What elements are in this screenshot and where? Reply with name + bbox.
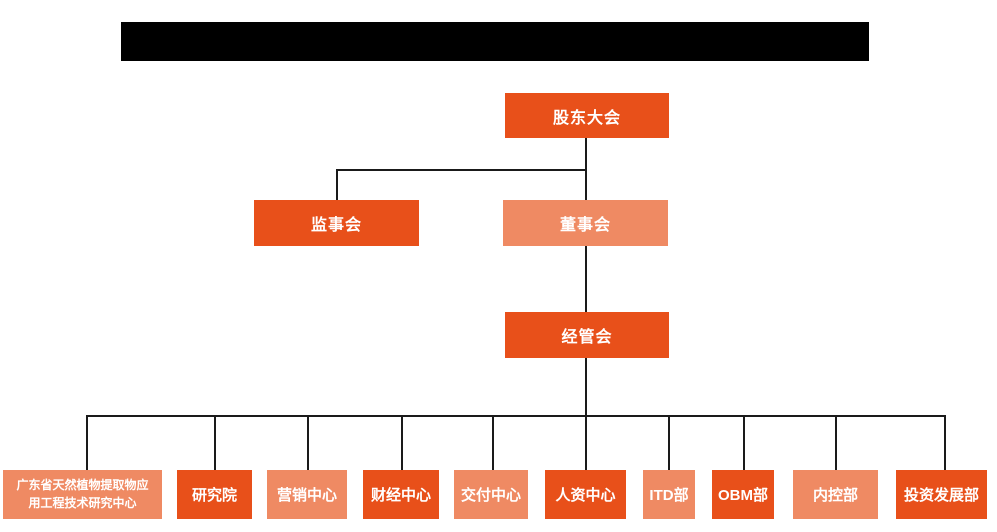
org-node-label: 营销中心 (276, 487, 337, 504)
org-node-hr-center: 人资中心 (545, 470, 626, 519)
org-node-board-of-directors: 董事会 (503, 200, 668, 246)
connector-dept-stub-5 (492, 415, 494, 470)
org-node-label: 内控部 (812, 487, 858, 504)
org-node-research-center: 广东省天然植物提取物应用工程技术研究中心 (3, 470, 162, 519)
org-node-label: 研究院 (191, 487, 237, 504)
connector-dept-stub-7 (668, 415, 670, 470)
connector-level2-horizontal (336, 169, 587, 171)
connector-board-to-management (585, 246, 587, 312)
org-node-label: 监事会 (310, 217, 362, 234)
connector-dept-stub-8 (743, 415, 745, 470)
connector-dept-stub-2 (214, 415, 216, 470)
org-node-label: 人资中心 (555, 487, 616, 504)
connector-management-drop (585, 358, 587, 470)
org-node-label: 财经中心 (370, 487, 431, 504)
org-node-label: 广东省天然植物提取物应用工程技术研究中心 (16, 478, 149, 510)
org-node-marketing-center: 营销中心 (267, 470, 347, 519)
connector-dept-stub-4 (401, 415, 403, 470)
org-node-investment-development-department: 投资发展部 (896, 470, 987, 519)
org-node-shareholders-meeting: 股东大会 (505, 93, 669, 138)
connector-dept-stub-3 (307, 415, 309, 470)
org-node-label: ITD部 (649, 487, 689, 504)
org-node-research-institute: 研究院 (177, 470, 252, 519)
org-node-label: 董事会 (559, 217, 611, 234)
org-node-label: 经管会 (561, 329, 613, 346)
redacted-title-bar (121, 22, 869, 61)
org-node-management-committee: 经管会 (505, 312, 669, 358)
org-node-label: OBM部 (718, 487, 768, 504)
org-node-label: 交付中心 (460, 487, 521, 504)
connector-dept-stub-1 (86, 415, 88, 470)
org-node-obm-department: OBM部 (712, 470, 774, 519)
org-node-itd-department: ITD部 (643, 470, 695, 519)
connector-supervisory-stub (336, 169, 338, 201)
connector-departments-horizontal (86, 415, 946, 417)
org-node-supervisory-board: 监事会 (254, 200, 419, 246)
connector-dept-stub-10 (944, 415, 946, 470)
org-node-finance-center: 财经中心 (363, 470, 439, 519)
org-node-internal-control-department: 内控部 (793, 470, 878, 519)
org-node-label: 股东大会 (552, 109, 621, 127)
connector-dept-stub-9 (835, 415, 837, 470)
org-node-delivery-center: 交付中心 (454, 470, 528, 519)
org-node-label: 投资发展部 (903, 487, 979, 504)
